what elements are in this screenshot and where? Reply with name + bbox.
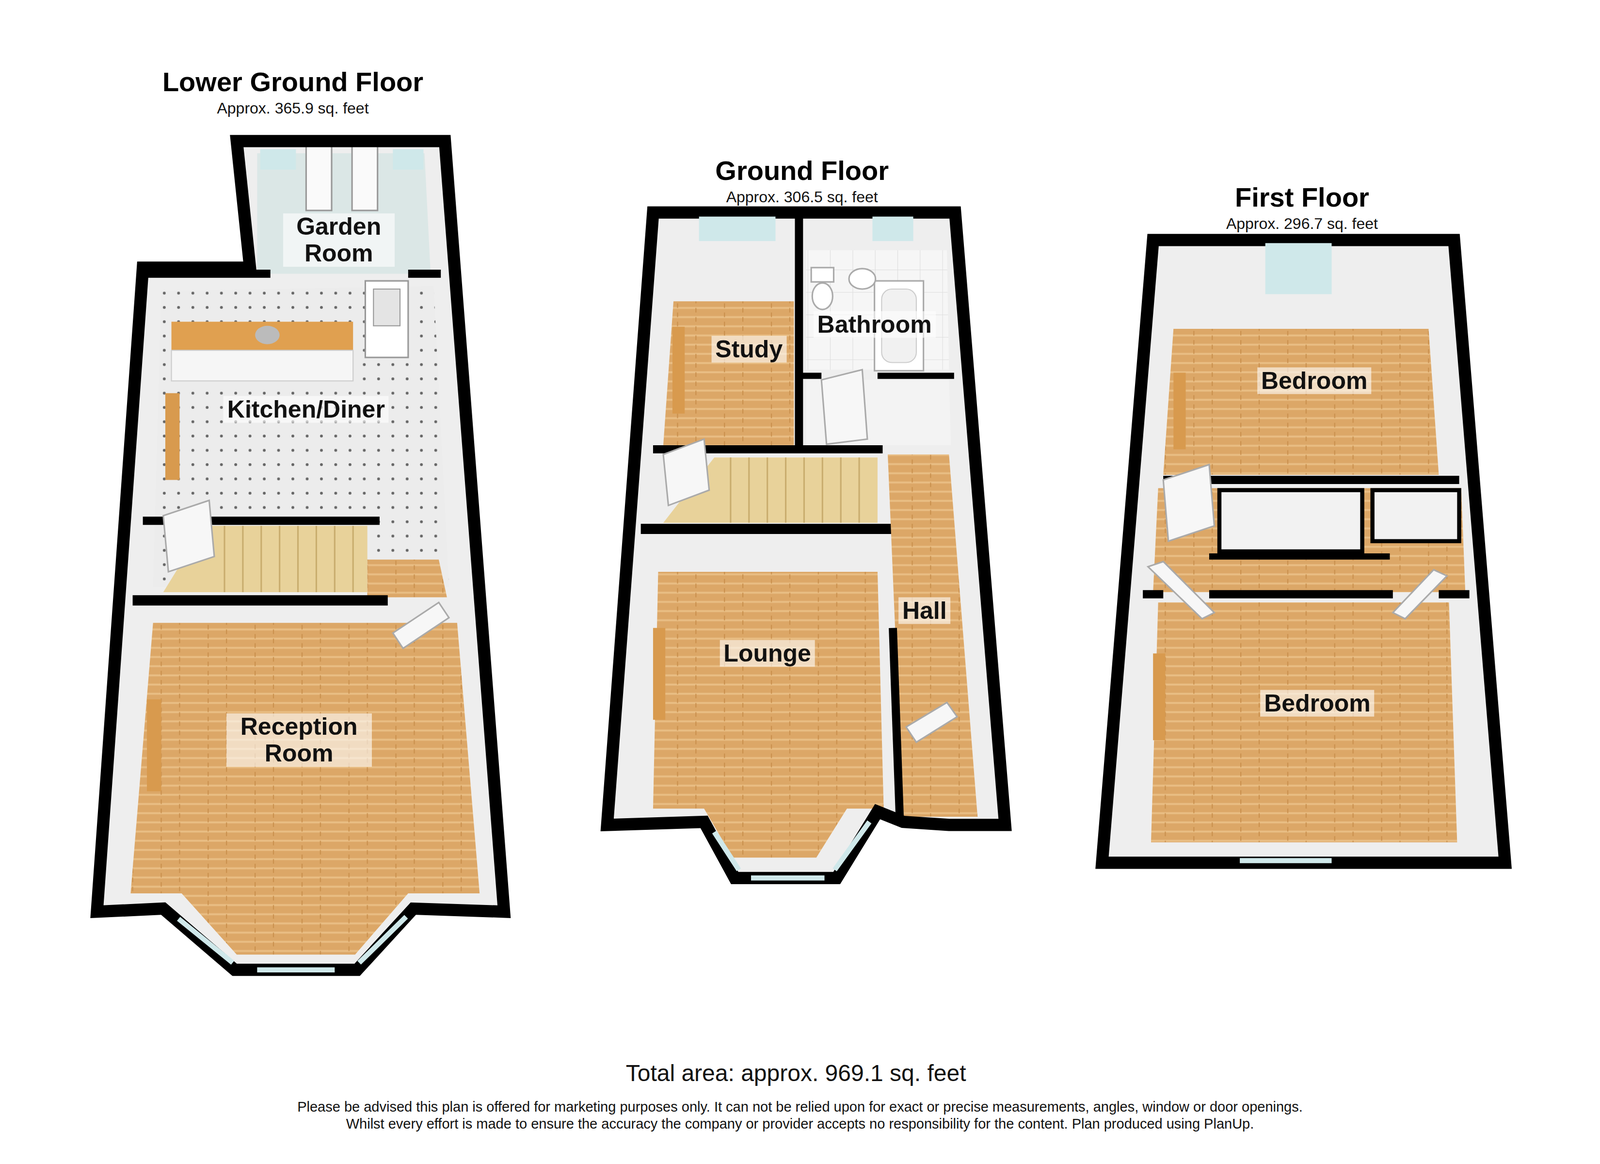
disclaimer: Please be advised this plan is offered f… xyxy=(278,1098,1322,1133)
room-name: Reception Room xyxy=(226,713,372,767)
total-area: Total area: approx. 969.1 sq. feet xyxy=(625,1059,967,1087)
lower-ground-plan xyxy=(96,141,505,970)
stair-treads xyxy=(224,525,353,592)
wall xyxy=(893,627,901,825)
room-name: Lounge xyxy=(719,639,816,667)
lounge-floor xyxy=(653,571,884,858)
room-label: Garden Room xyxy=(283,213,395,267)
room-name: Bedroom xyxy=(1257,367,1372,394)
sink xyxy=(255,325,280,345)
room-name: Garden Room xyxy=(283,213,395,267)
door xyxy=(392,602,449,649)
door xyxy=(1163,464,1215,542)
study-floor xyxy=(663,301,794,446)
radiator xyxy=(653,627,666,720)
bedroom-floor xyxy=(1163,328,1439,475)
room-name: Hall xyxy=(898,596,951,624)
door xyxy=(821,369,868,445)
wall xyxy=(132,594,388,606)
wall xyxy=(794,212,803,448)
wall xyxy=(877,372,955,380)
wall xyxy=(1209,553,1391,560)
radiator xyxy=(1152,653,1166,740)
garden-room-floor xyxy=(256,153,431,274)
bedroom-floor xyxy=(1151,602,1457,843)
floor-outline xyxy=(96,141,505,970)
wall xyxy=(408,269,441,278)
room-label: Reception Room xyxy=(226,713,372,767)
room-name: Study xyxy=(711,335,787,363)
bay-window xyxy=(714,821,870,879)
door xyxy=(365,280,408,358)
room-name: Bathroom xyxy=(813,311,936,338)
floor-title: Lower Ground Floor xyxy=(162,65,424,98)
fireplace xyxy=(146,699,161,791)
room-label: Kitchen/Diner xyxy=(223,395,389,423)
window xyxy=(392,149,424,170)
door-pane xyxy=(373,288,400,326)
french-door xyxy=(352,144,378,211)
window xyxy=(1265,242,1332,294)
window xyxy=(872,216,913,242)
ground-floor-plan xyxy=(607,212,1006,878)
wall xyxy=(640,523,894,534)
floor-plan: First FloorApprox. 296.7 sq. feetBedroom… xyxy=(1096,173,1510,868)
wall xyxy=(1438,590,1470,599)
room-label: Bedroom xyxy=(1257,367,1372,394)
radiator xyxy=(672,326,685,414)
wall xyxy=(1209,590,1393,599)
room-label: Hall xyxy=(898,596,951,624)
cabinets xyxy=(171,350,354,381)
floor-outline-fill xyxy=(96,141,505,970)
basin xyxy=(848,268,876,289)
room-label: Lounge xyxy=(719,639,816,667)
cupboard xyxy=(1219,490,1363,552)
door xyxy=(1392,569,1448,619)
radiator xyxy=(1173,372,1186,450)
radiator xyxy=(165,393,180,480)
room-label: Study xyxy=(711,335,787,363)
room-label: Bathroom xyxy=(813,311,936,338)
door xyxy=(663,438,710,506)
floor-outline-fill xyxy=(607,212,1006,878)
room-name: Kitchen/Diner xyxy=(223,395,389,423)
floor-area: Approx. 296.7 sq. feet xyxy=(1226,214,1378,233)
room-label: Bedroom xyxy=(1260,689,1375,717)
door xyxy=(1148,561,1215,619)
worktop xyxy=(171,321,354,351)
floor-plan: Lower Ground FloorApprox. 365.9 sq. feet… xyxy=(91,56,512,985)
stair-treads xyxy=(730,457,860,523)
wall xyxy=(1142,590,1164,599)
door xyxy=(163,500,215,572)
toilet xyxy=(812,282,833,310)
floor-title: Ground Floor xyxy=(715,154,889,187)
window xyxy=(1239,857,1332,864)
french-door xyxy=(305,144,332,211)
floor-title: First Floor xyxy=(1234,181,1370,213)
toilet-cistern xyxy=(811,267,834,282)
wall xyxy=(799,372,822,380)
bay-window xyxy=(178,916,406,970)
floor-plan: Ground FloorApprox. 306.5 sq. feetStudy B… xyxy=(596,147,1010,888)
cupboard xyxy=(1372,490,1460,542)
room-name: Bedroom xyxy=(1260,689,1375,717)
floor-outline-fill xyxy=(1102,240,1505,863)
floor-area: Approx. 306.5 sq. feet xyxy=(726,188,879,207)
floor-outline xyxy=(1102,240,1505,863)
first-floor-plan xyxy=(1102,240,1505,863)
window xyxy=(260,149,297,170)
floor-area: Approx. 365.9 sq. feet xyxy=(216,99,369,118)
window xyxy=(699,216,776,242)
hall-floor xyxy=(367,559,448,598)
door xyxy=(906,702,958,742)
floor-outline xyxy=(607,212,1006,878)
